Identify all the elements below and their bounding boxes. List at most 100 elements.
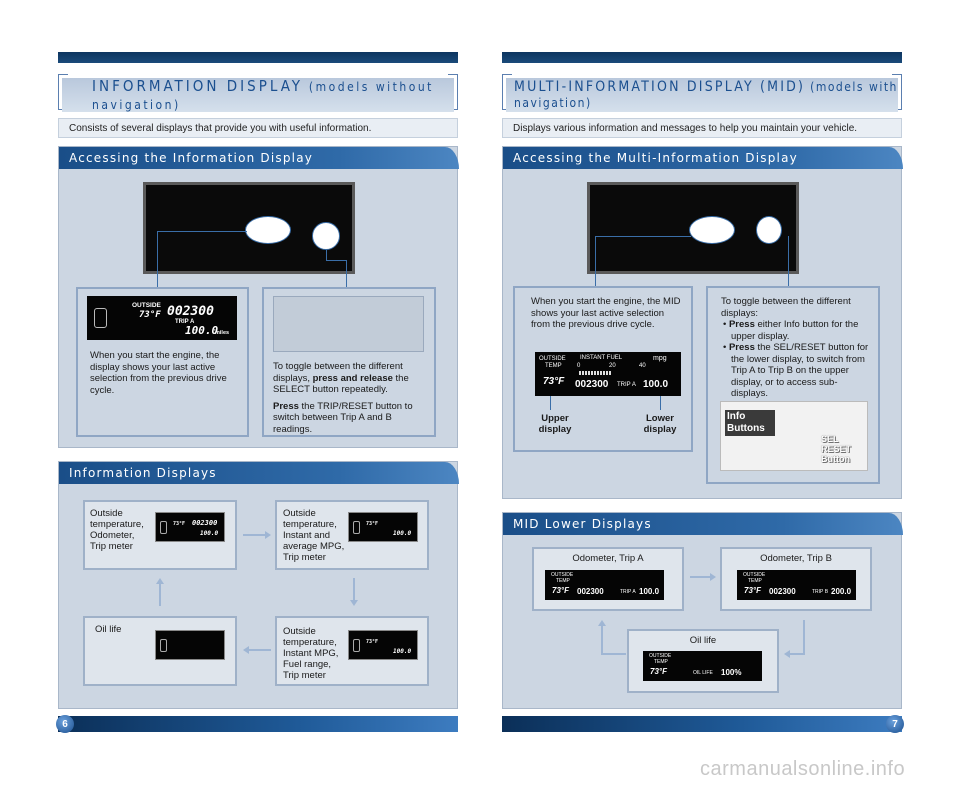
left-leader-v3 [346, 260, 347, 287]
right-mid-instant: INSTANT FUEL [580, 355, 623, 361]
left-item-2-door-icon [353, 521, 360, 534]
left-display-unit: miles [215, 330, 230, 336]
right-top-bar [502, 52, 902, 63]
right-mid-trip: 100.0 [643, 379, 669, 390]
left-item-3-temp: 73°F [366, 639, 379, 645]
right-mid-trip-label: TRIP A [617, 382, 636, 388]
right-lower-header: MID Lower Displays [503, 513, 903, 535]
left-item-1-display: 73°F 002300 100.0 [155, 512, 225, 542]
right-page-number: 7 [886, 715, 904, 733]
right-odo-b-temp: 73°F [744, 586, 761, 595]
left-item-2-text: Outside temperature, Instant and average… [283, 508, 345, 563]
right-odo-b-display: OUTSIDE TEMP 73°F 002300 TRIP B 200.0 [737, 570, 856, 600]
right-display-oval [689, 216, 735, 244]
right-toggle-intro: To toggle between the different displays… [721, 296, 851, 319]
left-arrow-left [243, 646, 271, 654]
left-item-oil-display [155, 630, 225, 660]
right-arrow-down-left [784, 620, 805, 658]
right-description: Displays various information and message… [502, 118, 902, 138]
left-bottom-bar [58, 716, 458, 732]
right-button-circle [756, 216, 782, 244]
left-display-outside: OUTSIDE [132, 302, 161, 309]
left-info-displays-header: Information Displays [59, 462, 459, 484]
right-title-bar: MULTI-INFORMATION DISPLAY (MID) (models … [506, 78, 898, 112]
left-item-2-temp: 73°F [366, 521, 379, 527]
left-item-3-display: 73°F 100.0 [348, 630, 418, 660]
right-toggle-text: To toggle between the different displays… [721, 296, 871, 400]
left-button-circle [312, 222, 340, 250]
right-oil-title: Oil life [689, 635, 717, 646]
left-arrow-down [350, 578, 358, 606]
right-mid-scale-0: 0 [577, 363, 581, 369]
left-item-3-trip: 100.0 [393, 648, 412, 655]
right-sel-reset-label: SEL RESET Button [821, 434, 852, 464]
left-arrow-right [243, 531, 271, 539]
right-page-title: MULTI-INFORMATION DISPLAY (MID) (models … [514, 79, 898, 110]
right-lower-label: Lower display [643, 413, 677, 435]
left-accessing-header: Accessing the Information Display [59, 147, 459, 169]
left-item-1-trip: 100.0 [200, 530, 219, 537]
right-leader-v1 [595, 236, 596, 286]
left-item-oil-text: Oil life [95, 624, 122, 635]
right-oil-label: OIL LIFE [693, 670, 713, 676]
left-item-2-display: 73°F 100.0 [348, 512, 418, 542]
left-display-temp: 73°F [139, 310, 161, 320]
left-item-3-door-icon [353, 639, 360, 652]
right-mid-outside: OUTSIDE [539, 356, 566, 362]
left-toggle-text: To toggle between the different displays… [273, 361, 425, 435]
right-oil-temp: 73°F [650, 667, 667, 676]
right-arrow-up-left [598, 620, 626, 655]
right-odo-a-outside: OUTSIDE [551, 572, 574, 578]
left-display-image: OUTSIDE 73°F 002300 TRIP A 100.0 miles [87, 296, 237, 340]
right-mid-display: OUTSIDE TEMP INSTANT FUEL mpg 0 20 40 73… [535, 352, 681, 396]
right-odo-b-trip-label: TRIP B [812, 589, 829, 595]
right-oil-temp-label: TEMP [654, 659, 668, 665]
right-odo-a-temp: 73°F [552, 586, 569, 595]
left-display-trip: 100.0 [185, 324, 219, 337]
right-accessing-header: Accessing the Multi-Information Display [503, 147, 903, 169]
left-display-odo: 002300 [167, 304, 214, 319]
left-display-trip-label: TRIP A [175, 319, 195, 325]
right-mid-scale-40: 40 [639, 363, 646, 369]
right-bottom-bar [502, 716, 902, 732]
left-item-oil-door-icon [160, 639, 167, 652]
right-bullet-2: • Press the SEL/RESET button for the low… [723, 342, 869, 399]
right-odo-b-odo: 002300 [769, 587, 796, 596]
left-title-bar: INFORMATION DISPLAY (models without navi… [62, 77, 454, 112]
right-mid-temp-label: TEMP [545, 363, 562, 369]
left-description: Consists of several displays that provid… [58, 118, 458, 138]
right-odo-a-trip: 100.0 [639, 587, 660, 596]
left-leader-h2 [326, 260, 346, 261]
left-leader-h1 [157, 231, 247, 232]
right-arrow-right [690, 573, 716, 581]
right-odo-b-title: Odometer, Trip B [760, 553, 832, 564]
right-odo-a-display: OUTSIDE TEMP 73°F 002300 TRIP A 100.0 [545, 570, 664, 600]
right-odo-b-temp-label: TEMP [748, 578, 762, 584]
right-oil-outside: OUTSIDE [649, 653, 672, 659]
left-page-number: 6 [56, 715, 74, 733]
left-top-bar [58, 52, 458, 63]
right-leader-h1 [595, 236, 691, 237]
right-oil-value: 100% [721, 668, 742, 677]
left-item-2-trip: 100.0 [393, 530, 412, 537]
right-mid-mpg: mpg [653, 355, 667, 362]
right-odo-a-trip-label: TRIP A [620, 589, 636, 595]
right-mid-scale-20: 20 [609, 363, 616, 369]
left-arrow-up [156, 578, 164, 606]
left-button-image [273, 296, 424, 352]
right-odo-b-trip: 200.0 [831, 587, 852, 596]
right-oil-display: OUTSIDE TEMP 73°F OIL LIFE 100% [643, 651, 762, 681]
left-item-3-text: Outside temperature, Instant MPG, Fuel r… [283, 626, 339, 681]
left-item-1-text: Outside temperature, Odometer, Trip mete… [90, 508, 144, 552]
right-lower-leader [660, 396, 661, 410]
left-leader-v1 [157, 231, 158, 287]
left-display-door-icon [94, 308, 107, 328]
right-info-buttons-label: Info Buttons [725, 410, 775, 436]
right-mid-odo: 002300 [575, 379, 609, 390]
right-bullet-1: • Press either Info button for the upper… [723, 319, 859, 342]
right-odo-b-outside: OUTSIDE [743, 572, 766, 578]
right-upper-label: Upper display [538, 413, 572, 435]
right-start-text: When you start the engine, the MID shows… [531, 296, 681, 330]
left-display-oval [245, 216, 291, 244]
left-start-text: When you start the engine, the display s… [90, 350, 227, 396]
